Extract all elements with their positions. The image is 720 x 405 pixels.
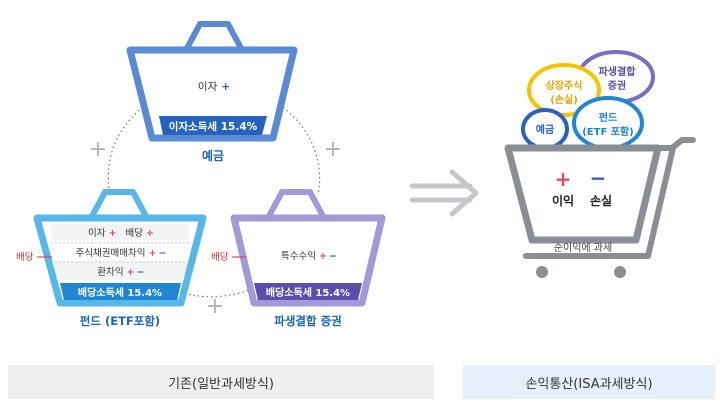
bubble-stocks-line1: 상장주식 <box>546 79 583 92</box>
derivative-content: 특수수익+− <box>281 250 337 262</box>
bubble-fund-line2: (ETF 포함) <box>582 125 634 138</box>
fund-tax-label: 배당소득세 15.4% <box>78 286 162 299</box>
deposit-name: 예금 <box>202 148 224 163</box>
cart-net-income-label: 순이익에 과세 <box>554 242 612 254</box>
fund-row-capital-gains: 주식채권매매차익+− <box>76 247 167 259</box>
bubble-fund-line1: 펀드 <box>599 111 617 124</box>
existing-method-label: 기존(일반과세방식) <box>8 365 434 399</box>
isa-method-label: 손익통산(ISA과세방식) <box>463 365 715 399</box>
fund-name: 펀드 (ETF포함) <box>80 314 160 328</box>
bubble-derivative-line1: 파생결합 <box>599 65 637 78</box>
fund-dividend-side-label: 배당 <box>16 252 34 263</box>
cart-wheel-right <box>614 266 626 278</box>
derivative-basket <box>230 189 386 307</box>
bubble-derivative-line2: 증권 <box>608 80 626 92</box>
fund-tax-band <box>60 283 181 300</box>
bubble-deposit-label: 예금 <box>536 123 554 136</box>
deposit-tax-label: 이자소득세 15.4% <box>169 120 258 133</box>
fund-basket-handle <box>88 189 150 221</box>
cart-minus-sign: − <box>590 166 607 190</box>
dotted-connectors <box>107 101 321 298</box>
bubble-stocks-line2: (손실) <box>550 93 578 106</box>
cart-plus-sign: + <box>555 167 572 191</box>
deposit-tax-band <box>159 116 267 135</box>
connector-plus-right: + <box>324 137 342 162</box>
arrow-icon <box>409 169 479 217</box>
cart-frame <box>523 145 676 259</box>
fund-row-fx-gains: 환차익+− <box>97 266 144 278</box>
derivative-basket-handle <box>265 189 327 221</box>
fund-row-interest-dividend: 이자+배당+ <box>88 228 154 239</box>
cart-wheel-left <box>536 266 548 278</box>
cart-profit-label: 이익 <box>552 193 574 208</box>
connector-plus-bottom: + <box>206 294 224 319</box>
connector-plus-left: + <box>89 137 107 162</box>
bubble-stocks <box>527 63 601 117</box>
cart-basket <box>504 144 662 244</box>
derivative-basket-body <box>230 214 386 307</box>
derivative-dividend-side-label: 배당 <box>211 252 229 263</box>
cart-handle <box>655 137 696 151</box>
deposit-basket <box>126 21 298 142</box>
deposit-basket-handle <box>183 21 245 53</box>
isa-cart <box>504 137 696 278</box>
cart-loss-label: 손실 <box>590 193 612 208</box>
deposit-content: 이자+ <box>198 81 230 93</box>
derivative-tax-band <box>254 283 362 300</box>
derivative-name: 파생결합 증권 <box>274 314 341 328</box>
fund-basket <box>33 189 207 307</box>
derivative-tax-label: 배당소득세 15.4% <box>266 286 350 299</box>
